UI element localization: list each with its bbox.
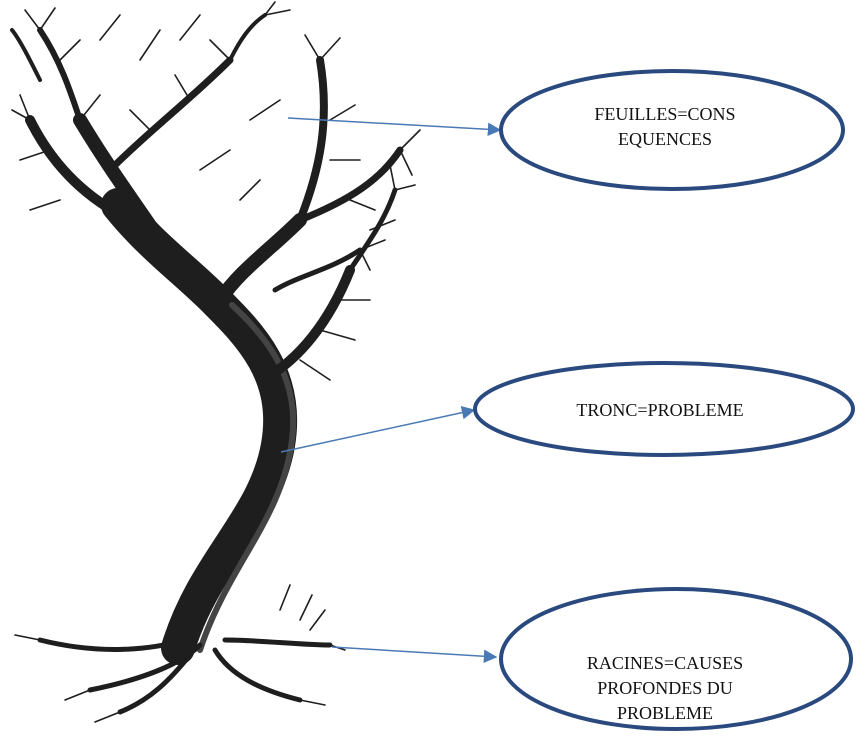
arrow-leaves xyxy=(287,117,502,137)
ellipse-trunk xyxy=(473,361,855,457)
label-leaves-consequences: FEUILLES=CONS EQUENCES xyxy=(594,104,736,149)
arrow-roots xyxy=(331,646,498,663)
ellipse-leaves xyxy=(499,69,845,191)
ellipse-roots xyxy=(499,587,853,731)
tree-drawing-illustration xyxy=(10,1,421,723)
label-trunk-problem: TRONC=PROBLEME xyxy=(576,400,744,420)
arrow-trunk xyxy=(280,405,476,453)
label-roots-causes: RACINES=CAUSES PROFONDES DU PROBLEME xyxy=(586,653,744,723)
